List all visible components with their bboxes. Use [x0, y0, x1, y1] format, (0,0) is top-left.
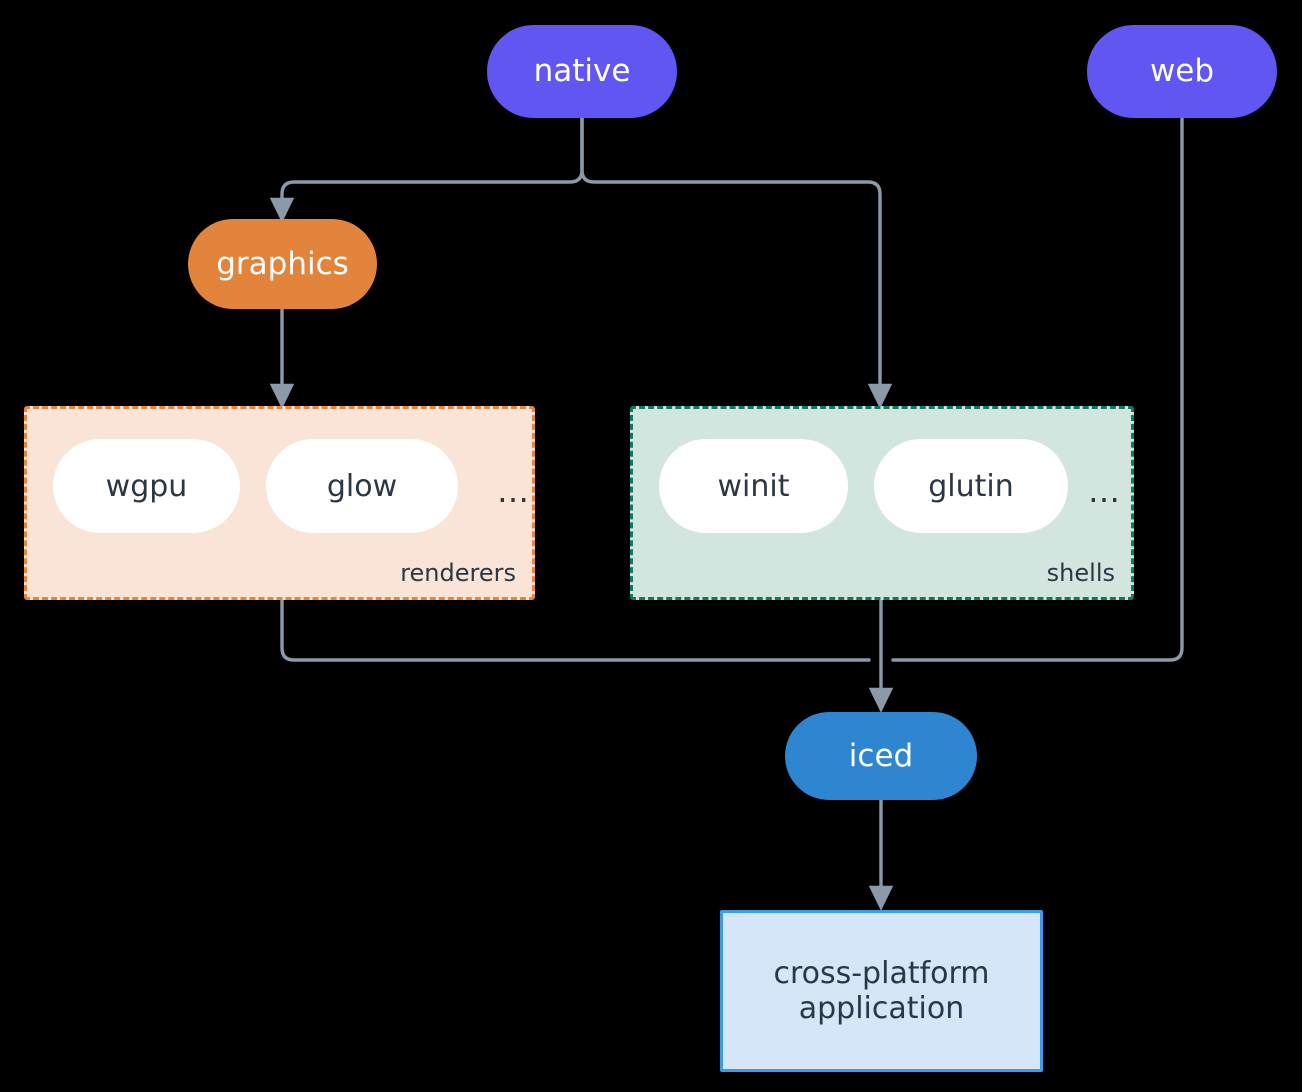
edge-renderers-to-iced [280, 598, 871, 662]
node-graphics[interactable]: graphics [188, 219, 377, 309]
group-shells-label: shells [1046, 559, 1115, 587]
node-graphics-label: graphics [216, 245, 349, 282]
application-label-line2: application [798, 991, 965, 1026]
node-wgpu[interactable]: wgpu [53, 439, 240, 533]
shells-overflow-ellipsis: … [1088, 472, 1121, 510]
node-web-label: web [1149, 53, 1215, 90]
node-winit-label: winit [717, 468, 790, 504]
group-renderers: wgpu glow … renderers [24, 406, 535, 600]
node-glutin[interactable]: glutin [874, 439, 1068, 533]
node-cross-platform-application[interactable]: cross-platform application [720, 910, 1043, 1072]
edge-native-to-shells [580, 116, 893, 409]
node-native[interactable]: native [487, 25, 677, 118]
node-web[interactable]: web [1087, 25, 1277, 118]
node-glow[interactable]: glow [266, 439, 458, 533]
node-wgpu-label: wgpu [105, 468, 188, 504]
node-iced-label: iced [848, 737, 914, 774]
node-glow-label: glow [326, 468, 398, 504]
node-winit[interactable]: winit [659, 439, 848, 533]
node-native-label: native [533, 53, 631, 90]
group-shells: winit glutin … shells [630, 406, 1134, 600]
renderers-overflow-ellipsis: … [497, 472, 530, 510]
application-label-line1: cross-platform [773, 955, 990, 991]
node-iced[interactable]: iced [785, 712, 977, 800]
node-glutin-label: glutin [928, 468, 1014, 504]
edge-native-to-graphics [269, 116, 584, 223]
group-renderers-label: renderers [400, 559, 516, 587]
